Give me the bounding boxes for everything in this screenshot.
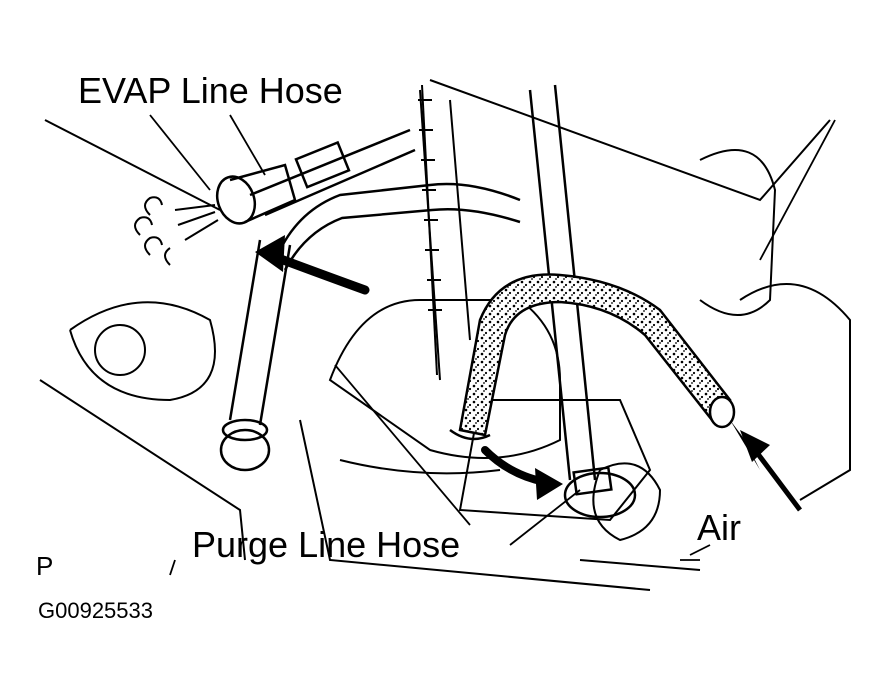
air-label: Air — [697, 507, 741, 548]
leader-lines — [149, 114, 836, 576]
figure-id-label: G00925533 — [38, 598, 153, 623]
evap-line-hose-drawing — [215, 128, 521, 472]
airflow-arrows — [255, 235, 802, 512]
view-marker-label: P — [36, 551, 54, 581]
air-spray-puffs — [134, 196, 219, 266]
evap-line-hose-label: EVAP Line Hose — [78, 70, 343, 111]
purge-line-hose-label: Purge Line Hose — [192, 524, 461, 565]
dashed-pipe — [418, 84, 442, 376]
foam-insulated-hose — [449, 273, 736, 441]
